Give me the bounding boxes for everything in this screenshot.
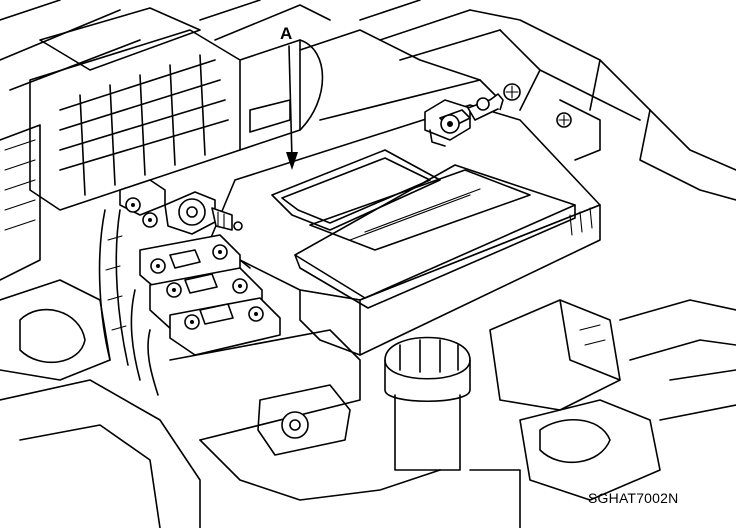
figure-code: SGHAT7002N: [588, 490, 679, 506]
engine-upper-right: [299, 0, 736, 201]
negative-terminal-icon: [424, 93, 504, 147]
engine-lower: [0, 279, 736, 528]
air-cleaner-housing: [0, 0, 331, 281]
callout-arrow-icon: [286, 45, 298, 170]
callout-label-a: A: [280, 24, 293, 43]
positive-terminal-icon: [164, 191, 243, 235]
